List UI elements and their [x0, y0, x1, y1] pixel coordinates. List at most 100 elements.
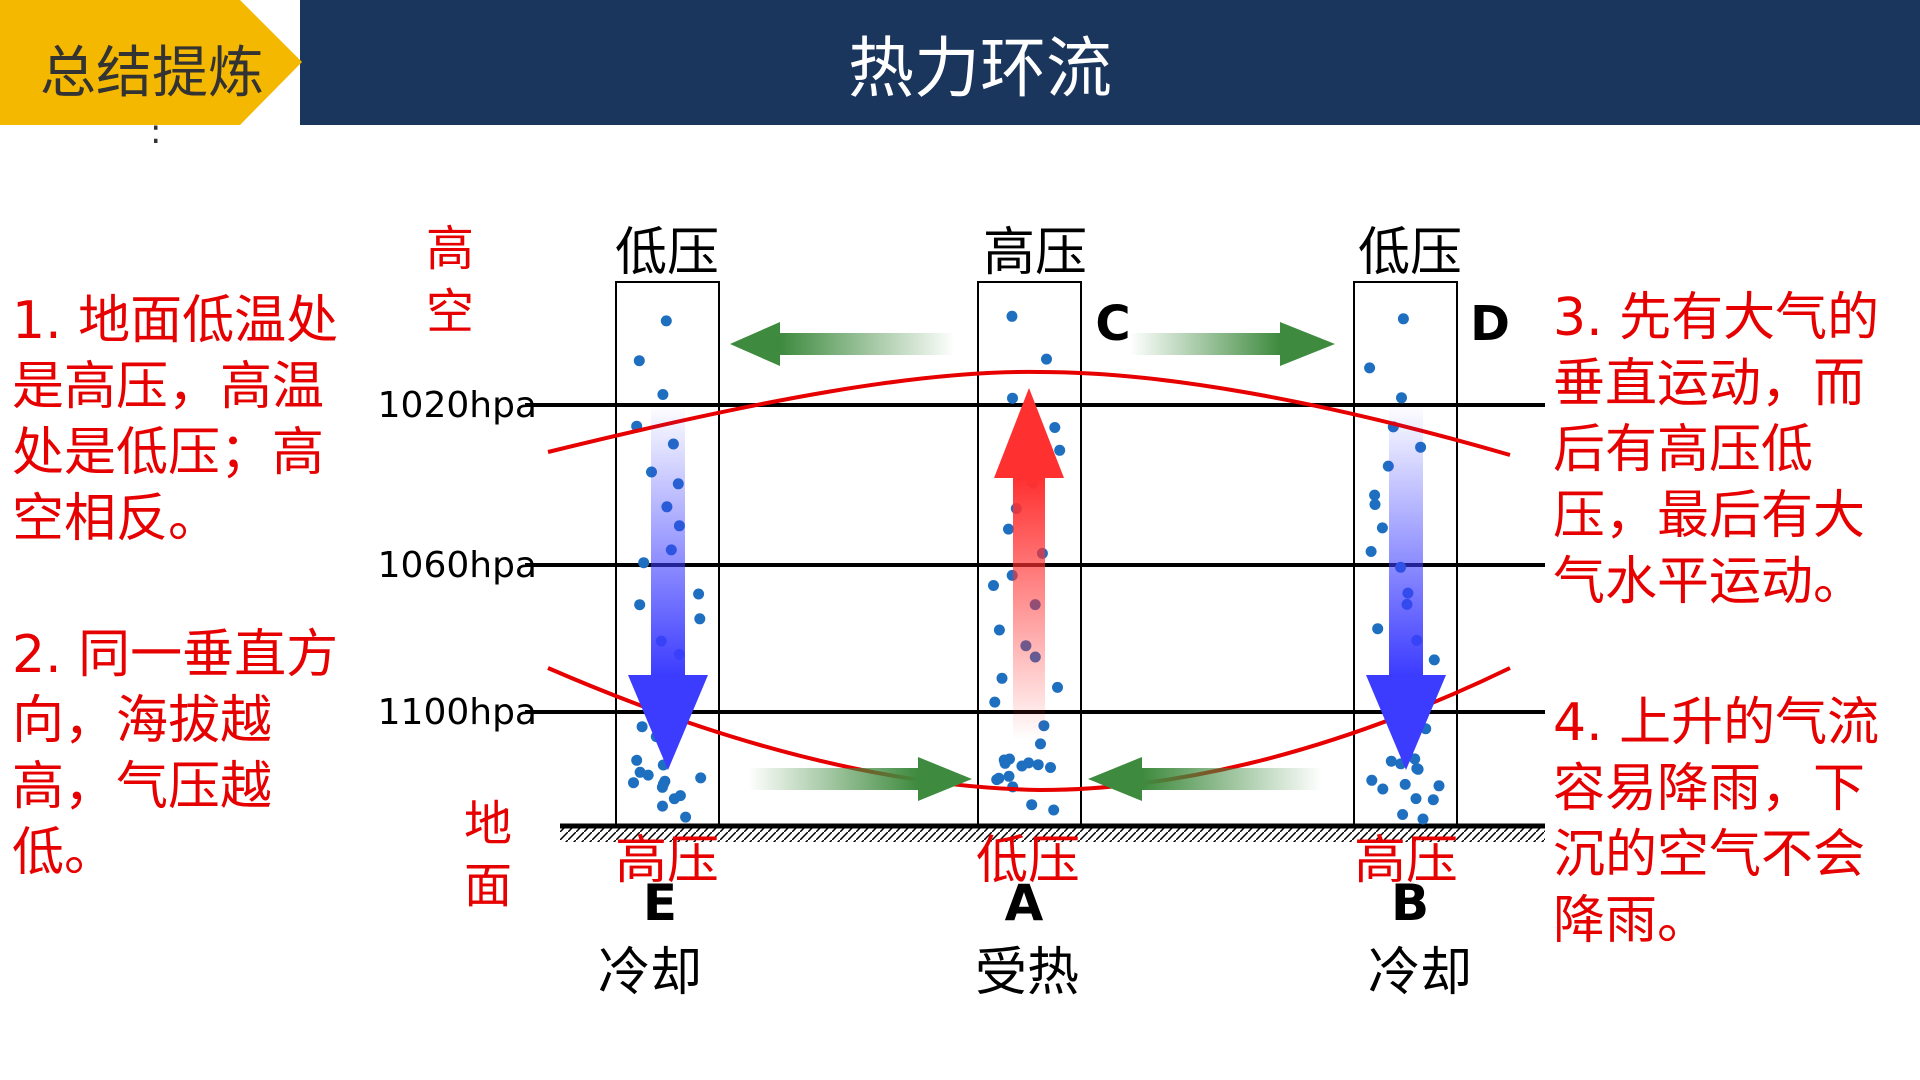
- page-title: 热力环流: [848, 29, 1112, 107]
- air-particle-dot: [657, 800, 668, 812]
- isobar-label: 1020hpa: [378, 385, 537, 426]
- air-particle-dot: [1026, 799, 1038, 811]
- ground-pressure-label: 高压: [615, 831, 719, 891]
- label-ground-2: 面: [464, 858, 512, 914]
- condition-label: 受热: [975, 943, 1079, 1003]
- air-particle-dot: [695, 772, 707, 784]
- air-particle-dot: [657, 778, 669, 790]
- air-particle-dot: [628, 777, 639, 789]
- air-particle-dot: [1035, 738, 1046, 750]
- air-particle-dot: [991, 774, 1003, 786]
- air-particle-dot: [1041, 353, 1052, 365]
- note-1: 1. 地面低温处是高压，高温处是低压；高空相反。: [12, 291, 339, 549]
- diagram-svg: 高 空 地 面 1020hpa 1060hpa 1100hpa 低压 高压 低压…: [378, 221, 1545, 1003]
- label-upper-1: 高: [426, 221, 474, 277]
- sinking-arrow-left-shaft: [651, 405, 685, 675]
- ground-pressure-label: 高压: [1354, 831, 1458, 891]
- rising-arrow-shaft: [1013, 478, 1045, 740]
- air-particle-dot: [634, 599, 646, 611]
- ground-flow-arrow-left-head: [1088, 757, 1142, 801]
- header-bar: [300, 0, 1920, 125]
- column-right: [1353, 281, 1458, 828]
- ground-flow-arrow-right-shaft: [748, 768, 918, 790]
- point-label-e: E: [643, 874, 677, 932]
- air-particle-dot: [660, 315, 672, 327]
- thermal-circulation-diagram: 高 空 地 面 1020hpa 1060hpa 1100hpa 低压 高压 低压…: [360, 200, 1560, 1030]
- sinking-arrow-left-head: [628, 675, 708, 770]
- summary-tag-colon: :: [150, 112, 162, 152]
- air-particle-dot: [1399, 778, 1411, 790]
- air-particle-dot: [988, 580, 999, 591]
- air-particle-dot: [989, 696, 1001, 708]
- air-particle-dot: [1007, 392, 1018, 404]
- air-particle-dot: [998, 754, 1010, 766]
- label-ground-1: 地: [464, 796, 512, 852]
- point-label-a: A: [1005, 874, 1044, 932]
- air-particle-dot: [1372, 623, 1384, 635]
- summary-tag-label: 总结提炼: [40, 41, 264, 106]
- air-particle-dot: [694, 613, 706, 625]
- label-upper-2: 空: [426, 284, 474, 340]
- isobar-curve-upper: [547, 369, 1511, 457]
- point-label-b: B: [1391, 874, 1429, 932]
- air-particle-dot: [996, 672, 1008, 684]
- air-particle-dot: [1045, 762, 1056, 773]
- air-particle-dot: [1385, 755, 1397, 767]
- column-center: [977, 281, 1082, 828]
- air-particle-dot: [1377, 783, 1389, 795]
- air-particle-dot: [693, 588, 705, 600]
- air-particle-dot: [1365, 546, 1377, 557]
- air-particle-dot: [1410, 793, 1422, 805]
- air-particle-dot: [633, 355, 645, 367]
- air-particle-dot: [1433, 780, 1445, 792]
- air-particle-dot: [1364, 362, 1376, 374]
- air-particle-dot: [680, 811, 692, 823]
- isobar-curve-lower: [547, 666, 1511, 793]
- air-particle-dot: [1052, 681, 1063, 693]
- air-particle-dot: [1054, 444, 1066, 456]
- note-4: 4. 上升的气流容易降雨，下沉的空气不会降雨。: [1553, 693, 1880, 951]
- ground-hatch: [560, 828, 1545, 842]
- column-left: [615, 281, 720, 828]
- air-particle-dot: [1417, 813, 1429, 825]
- air-particle-dot: [674, 790, 686, 802]
- air-particle-dot: [1397, 313, 1409, 325]
- air-particle-dot: [1032, 759, 1044, 771]
- air-particle-dot: [1016, 760, 1028, 772]
- air-particle-dot: [1369, 489, 1381, 501]
- rising-arrow-head: [994, 388, 1064, 478]
- air-particle-dot: [1376, 522, 1388, 534]
- air-particle-dot: [993, 624, 1005, 636]
- air-particle-dot: [1049, 422, 1061, 433]
- condition-label: 冷却: [1368, 943, 1472, 1003]
- note-3: 3. 先有大气的垂直运动，而后有高压低压，最后有大气水平运动。: [1553, 288, 1880, 612]
- ground-pressure-label: 低压: [976, 831, 1080, 891]
- air-particle-dot: [657, 389, 669, 400]
- air-particle-dot: [1409, 753, 1421, 765]
- air-particle-dot: [1427, 794, 1439, 806]
- ground-flow-arrow-right-head: [918, 757, 972, 801]
- top-pressure-label: 低压: [615, 223, 719, 283]
- air-particle-dot: [634, 766, 646, 778]
- top-pressure-label: 高压: [983, 223, 1087, 283]
- air-particle-dot: [638, 557, 650, 569]
- sinking-arrow-right-shaft: [1389, 405, 1423, 675]
- sinking-arrow-right-head: [1366, 675, 1446, 770]
- summary-tag: [0, 0, 302, 125]
- air-particle-dot: [1003, 770, 1015, 782]
- isobar-label: 1060hpa: [378, 545, 537, 586]
- upper-flow-arrow-left-head: [730, 322, 780, 366]
- air-particle-dot: [1048, 804, 1060, 816]
- air-particle-dot: [1006, 310, 1018, 322]
- condition-label: 冷却: [598, 943, 702, 1003]
- note-2: 2. 同一垂直方向，海拔越高，气压越低。: [12, 625, 339, 883]
- air-particle-dot: [1397, 809, 1409, 820]
- top-pressure-label: 低压: [1358, 223, 1462, 283]
- point-label-c: C: [1095, 296, 1130, 352]
- air-particle-dot: [636, 721, 648, 733]
- air-particle-dot: [1428, 654, 1440, 666]
- upper-flow-arrow-right-head: [1280, 322, 1335, 366]
- upper-flow-arrow-left-shaft: [780, 333, 955, 355]
- air-particle-dot: [1003, 523, 1014, 535]
- ground-flow-arrow-left-shaft: [1142, 768, 1322, 790]
